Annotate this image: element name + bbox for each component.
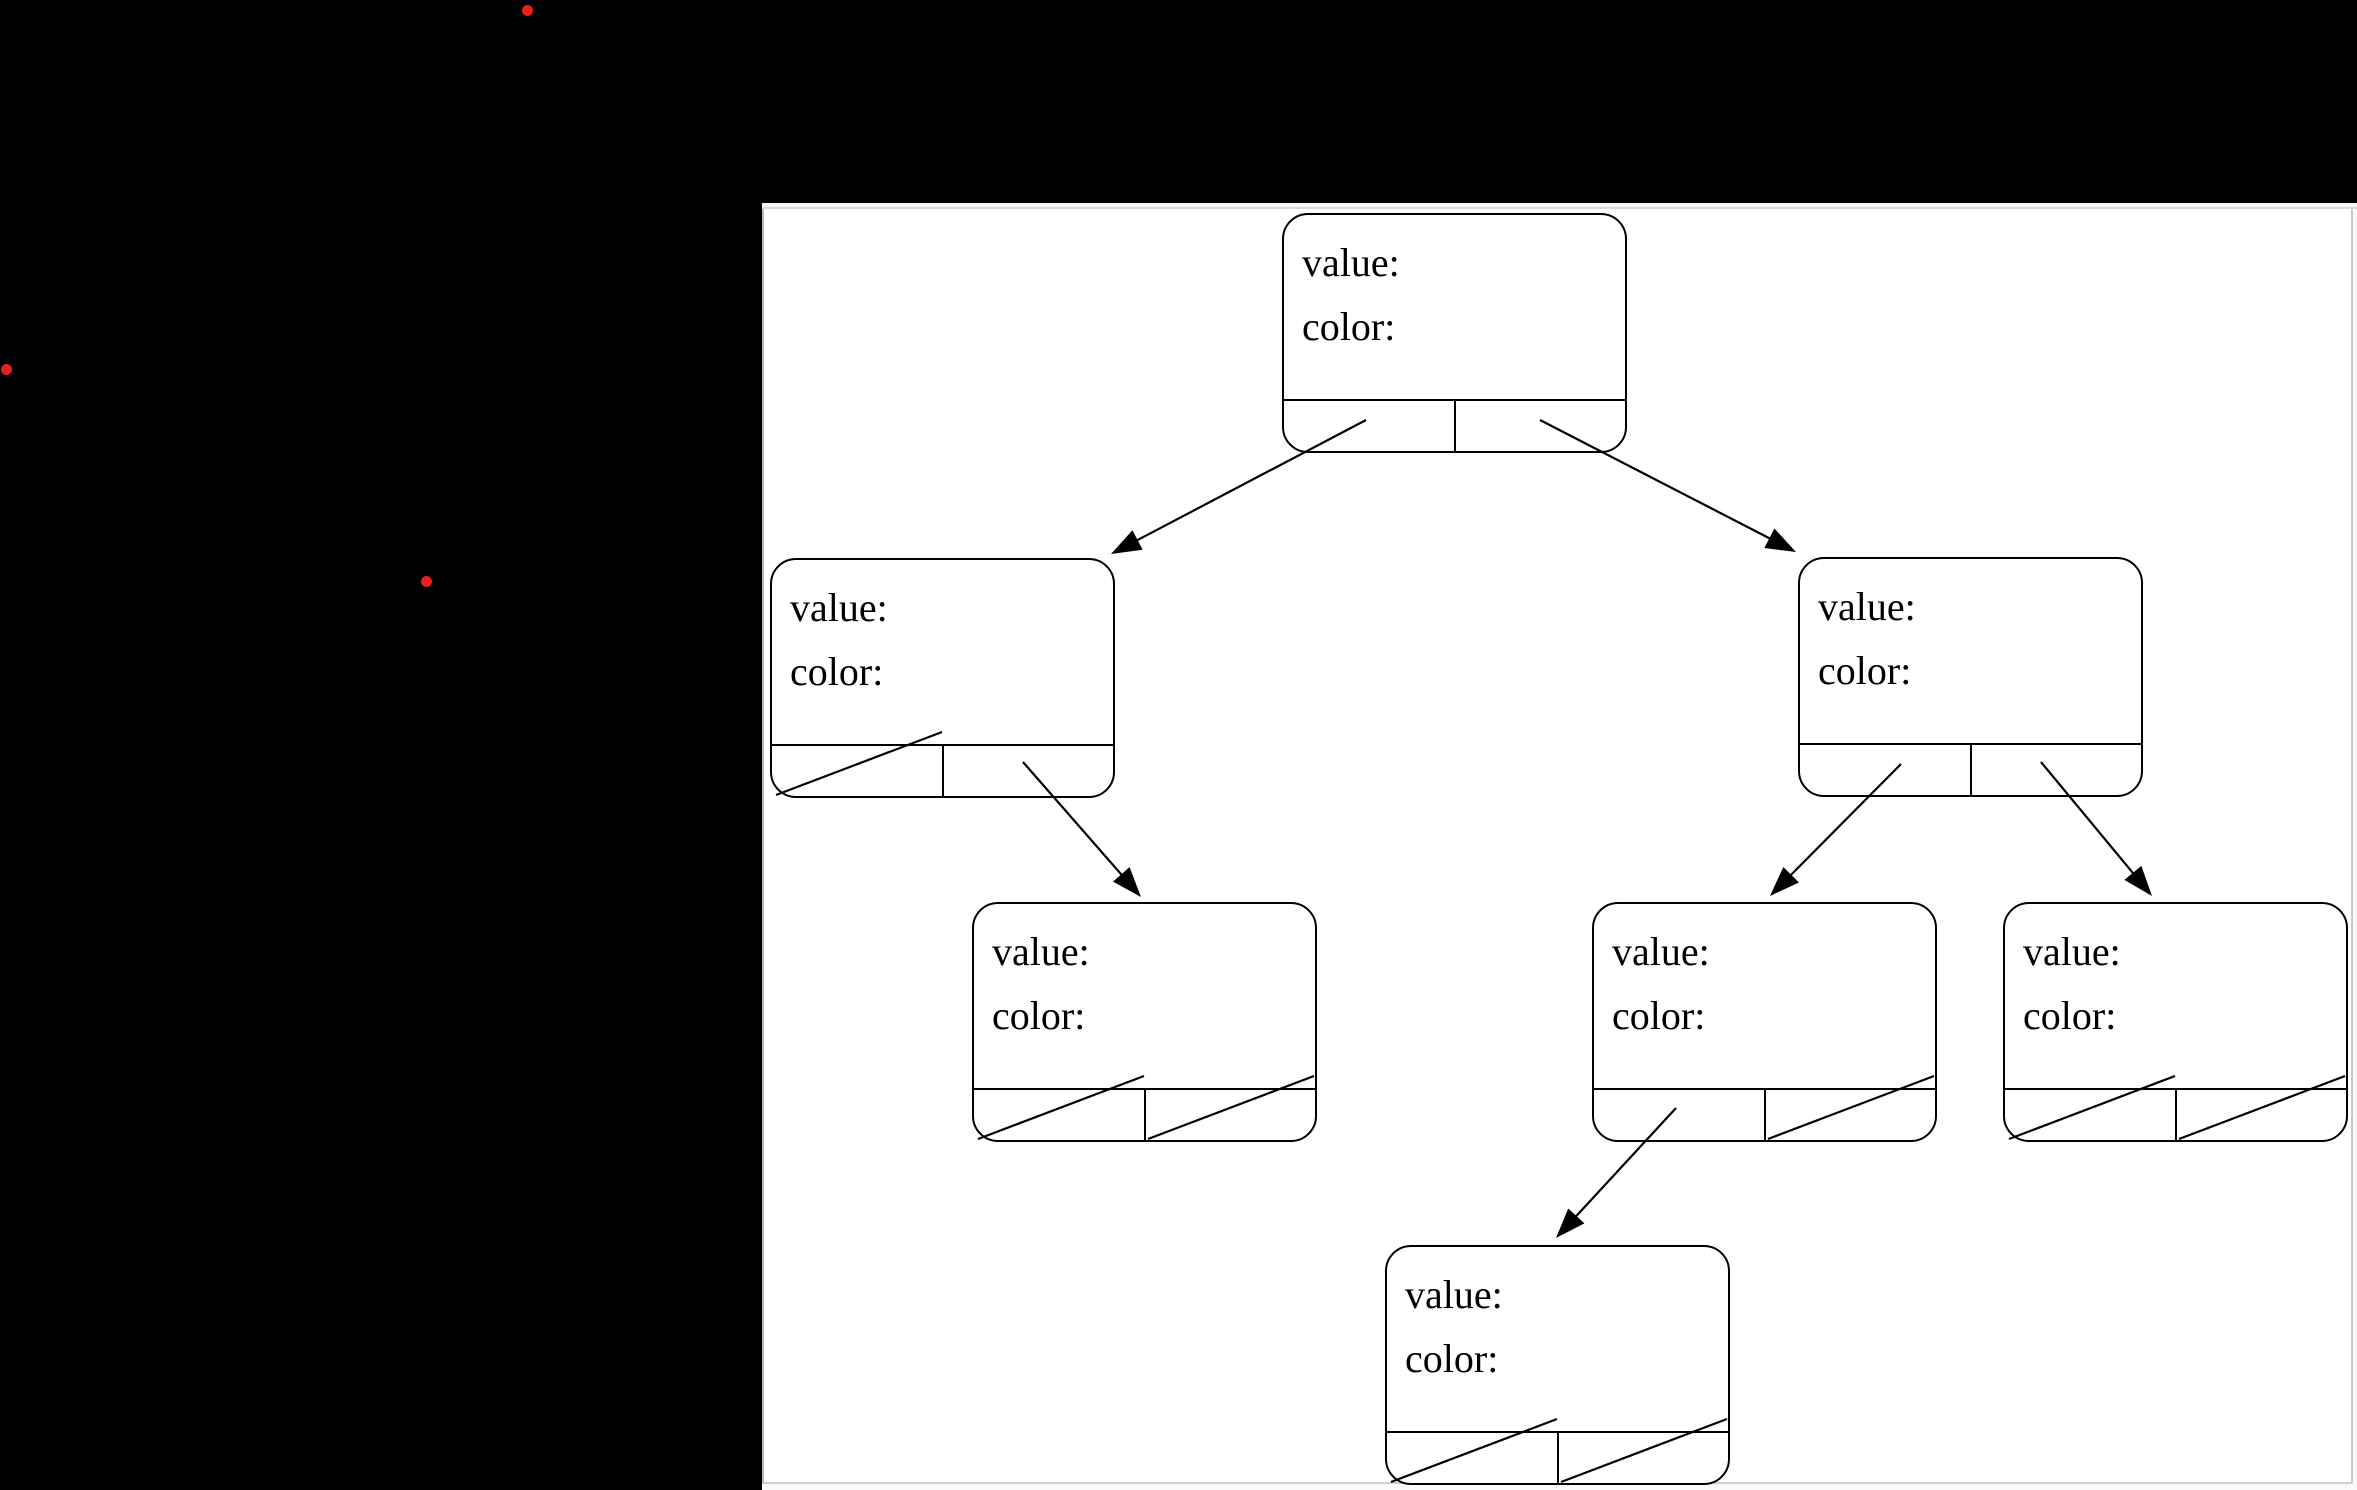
- value-label: value:: [1302, 240, 1400, 285]
- value-label: value:: [1612, 929, 1710, 974]
- canvas-top-border: [762, 203, 2357, 209]
- tree-node-left-child: value: color:: [770, 558, 1115, 798]
- pointer-cells: [974, 1090, 1315, 1140]
- pointer-cells: [772, 746, 1113, 796]
- left-pointer-cell: [1594, 1090, 1766, 1140]
- node-record-labels: value: color:: [974, 904, 1315, 1090]
- right-pointer-cell: [944, 746, 1113, 796]
- right-pointer-cell: [1146, 1090, 1315, 1140]
- value-label: value:: [1405, 1272, 1503, 1317]
- value-label: value:: [790, 585, 888, 630]
- red-dot: [420, 575, 432, 587]
- left-pointer-cell: [974, 1090, 1146, 1140]
- value-label: value:: [1818, 584, 1916, 629]
- pointer-cells: [2005, 1090, 2346, 1140]
- pointer-cells: [1594, 1090, 1935, 1140]
- color-label: color:: [1612, 993, 1706, 1038]
- node-record-labels: value: color:: [772, 560, 1113, 746]
- color-label: color:: [1302, 304, 1396, 349]
- tree-node-root: value: color:: [1282, 213, 1627, 453]
- left-pointer-cell: [1800, 745, 1972, 795]
- color-label: color:: [790, 649, 884, 694]
- value-label: value:: [2023, 929, 2121, 974]
- tree-node-left-right-grandchild: value: color:: [972, 902, 1317, 1142]
- red-dot: [0, 363, 12, 375]
- color-label: color:: [992, 993, 1086, 1038]
- left-pointer-cell: [1284, 401, 1456, 451]
- tree-node-right-right-grandchild: value: color:: [2003, 902, 2348, 1142]
- left-pointer-cell: [1387, 1433, 1559, 1483]
- node-record-labels: value: color:: [1800, 559, 2141, 745]
- tree-node-right-left-left-greatgrandchild: value: color:: [1385, 1245, 1730, 1485]
- node-record-labels: value: color:: [2005, 904, 2346, 1090]
- red-dot: [521, 4, 533, 16]
- tree-node-right-child: value: color:: [1798, 557, 2143, 797]
- node-record-labels: value: color:: [1387, 1247, 1728, 1433]
- node-record-labels: value: color:: [1594, 904, 1935, 1090]
- pointer-cells: [1800, 745, 2141, 795]
- right-pointer-cell: [1559, 1433, 1728, 1483]
- color-label: color:: [1818, 648, 1912, 693]
- right-pointer-cell: [1972, 745, 2141, 795]
- right-pointer-cell: [1766, 1090, 1935, 1140]
- color-label: color:: [1405, 1336, 1499, 1381]
- left-pointer-cell: [772, 746, 944, 796]
- node-record-labels: value: color:: [1284, 215, 1625, 401]
- pointer-cells: [1387, 1433, 1728, 1483]
- tree-node-right-left-grandchild: value: color:: [1592, 902, 1937, 1142]
- right-pointer-cell: [2177, 1090, 2346, 1140]
- value-label: value:: [992, 929, 1090, 974]
- left-pointer-cell: [2005, 1090, 2177, 1140]
- right-pointer-cell: [1456, 401, 1625, 451]
- color-label: color:: [2023, 993, 2117, 1038]
- pointer-cells: [1284, 401, 1625, 451]
